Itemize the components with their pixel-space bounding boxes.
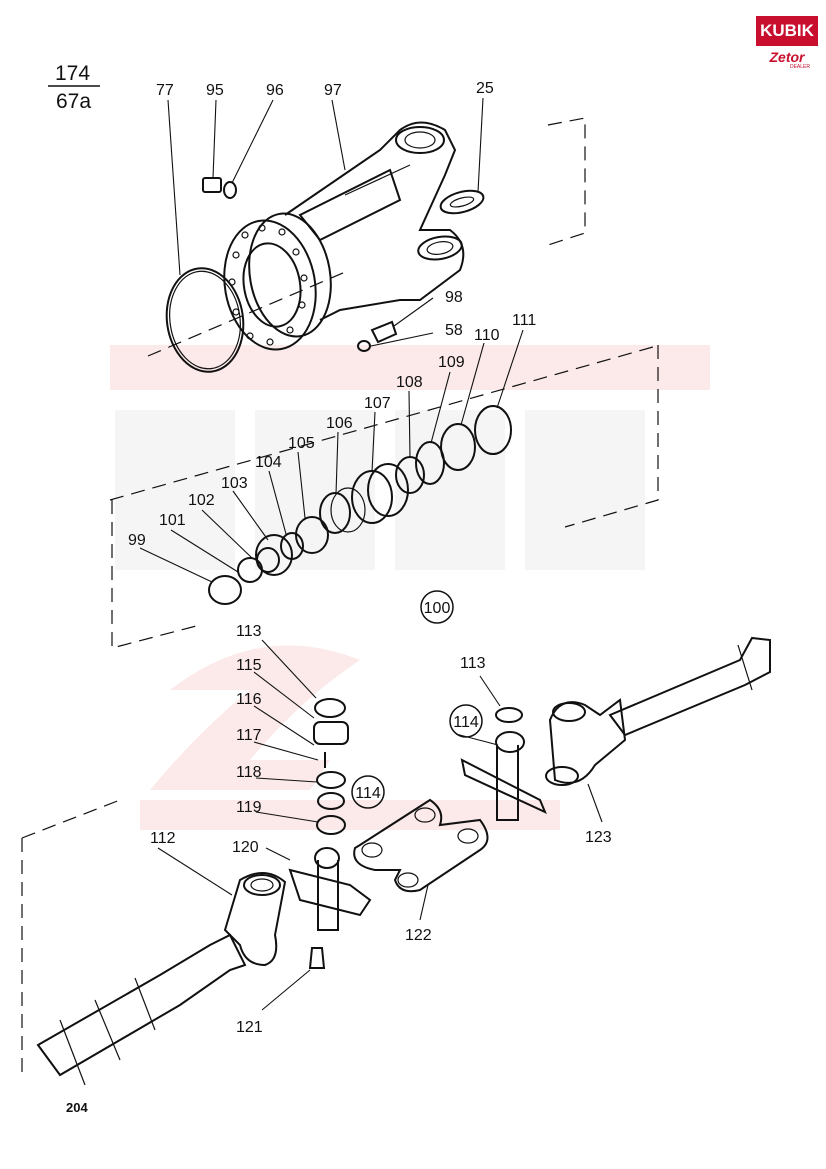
axle-housing-group [147, 117, 586, 373]
callout-101: 101 [159, 512, 186, 529]
callout-104: 104 [255, 454, 282, 471]
callout-106: 106 [326, 415, 353, 432]
callout-99: 99 [128, 532, 146, 549]
callout-115: 115 [236, 657, 262, 674]
callout-77: 77 [156, 82, 174, 99]
callout-100: 100 [424, 600, 451, 617]
callout-107: 107 [364, 395, 391, 412]
callout-116: 116 [236, 691, 262, 708]
callout-120: 120 [232, 839, 259, 856]
callout-118: 118 [236, 764, 262, 781]
callout-122: 122 [405, 927, 432, 944]
callout-114-left: 114 [355, 785, 381, 802]
callout-25: 25 [476, 80, 494, 97]
callout-117: 117 [236, 727, 262, 744]
callout-113-left: 113 [236, 623, 262, 640]
callout-114-right: 114 [453, 714, 479, 731]
callout-108: 108 [396, 374, 423, 391]
callout-102: 102 [188, 492, 215, 509]
watermark [110, 345, 710, 830]
callout-97: 97 [324, 82, 342, 99]
callout-111: 111 [512, 312, 536, 329]
callout-labels: 77 95 96 97 25 98 58 110 111 109 108 107… [128, 80, 612, 1036]
leader-lines [139, 97, 603, 1011]
callout-103: 103 [221, 475, 248, 492]
drawing-ref-top: 174 [55, 62, 90, 85]
callout-113-right: 113 [460, 655, 486, 672]
drawing-ref-bottom: 67a [56, 90, 91, 113]
page-number: 204 [66, 1100, 88, 1115]
kubik-zetor-logo: KUBIK Zetor DEALER [756, 16, 818, 70]
logo-top-word: KUBIK [760, 21, 815, 40]
drawing-reference: 174 67a [48, 62, 100, 113]
cardan-joint-group [21, 636, 771, 1086]
callout-109: 109 [438, 354, 465, 371]
logo-bottom-word: Zetor [769, 49, 807, 65]
callout-58: 58 [445, 322, 463, 339]
callout-95: 95 [206, 82, 224, 99]
callout-112: 112 [150, 830, 176, 847]
callout-121: 121 [236, 1019, 263, 1036]
callout-96: 96 [266, 82, 284, 99]
callout-123: 123 [585, 829, 612, 846]
logo-small-text: DEALER [790, 64, 810, 70]
callout-119: 119 [236, 799, 262, 816]
callout-105: 105 [288, 435, 315, 452]
callout-110: 110 [474, 327, 500, 344]
callout-98: 98 [445, 289, 463, 306]
